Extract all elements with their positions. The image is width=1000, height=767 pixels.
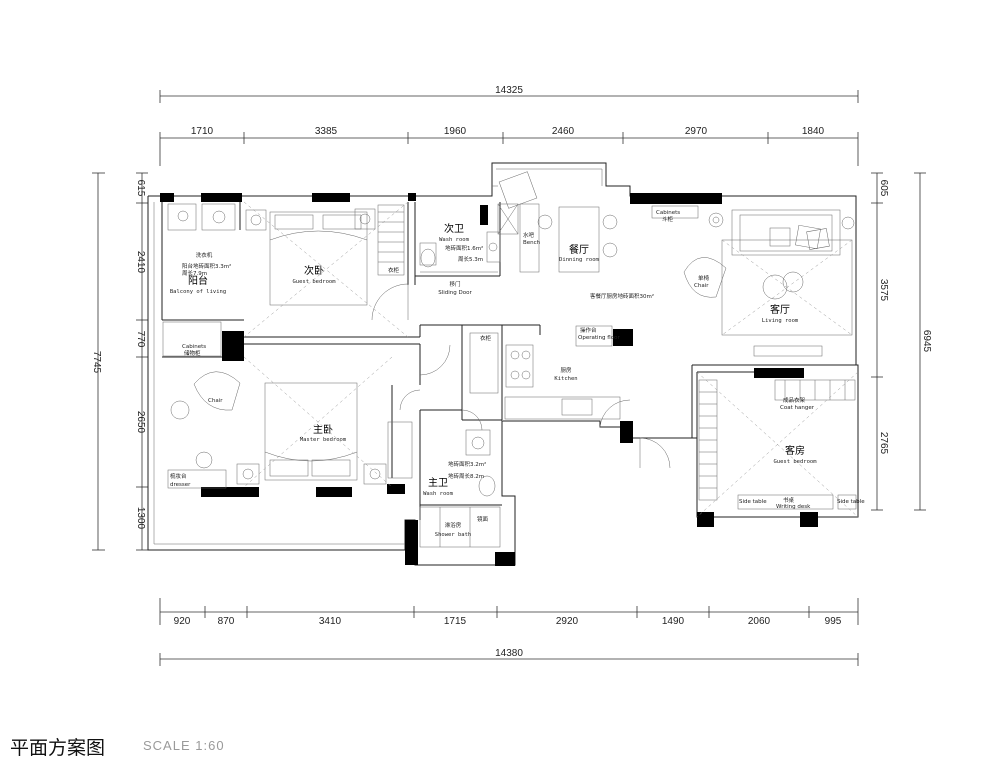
dim-bottom-8: 995 (825, 616, 842, 627)
living-label-en: Living room (762, 318, 799, 324)
dim-right-1: 605 (878, 180, 889, 197)
scale-label: SCALE 1:60 (143, 738, 225, 753)
kitchen-label-en: Kitchen (554, 376, 577, 382)
dimension-lines (92, 90, 926, 666)
dim-bottom-3: 3410 (319, 616, 342, 627)
dim-top-1: 1710 (191, 126, 214, 137)
dim-left-total: 7745 (91, 351, 102, 374)
dresser-cn: 梳妆台 (170, 472, 187, 480)
armchair-en: Chair (694, 283, 709, 289)
dim-bottom-2: 870 (218, 616, 235, 627)
dim-right-3: 2765 (878, 432, 889, 455)
dining-label-cn: 餐厅 (569, 243, 589, 256)
dim-left-5: 1300 (135, 507, 146, 530)
balcony-label-en: Balcony of living (170, 289, 226, 295)
living-label-cn: 客厅 (770, 303, 790, 316)
wine-bar-label: 水吧 (523, 231, 535, 239)
annotations: 洗衣机 阳台地砖面积3.3m² 周长7.9m Cabinets 储物柜 Chai… (170, 210, 865, 523)
side-table-b: Side table (837, 499, 865, 505)
cabinets-right-en: Cabinets (656, 210, 680, 216)
wardrobe-a-label: 衣柜 (388, 266, 400, 274)
dim-right-2: 3575 (878, 279, 889, 302)
bath2-perim-label: 周长5.3m (458, 255, 483, 263)
cabinets-left-cn: 储物柜 (184, 349, 201, 357)
dim-left-1: 615 (135, 180, 146, 197)
dim-top-2: 3385 (315, 126, 338, 137)
kitchen-label-cn: 厨房 (560, 366, 572, 374)
dim-left-2: 2410 (135, 251, 146, 274)
washer-label: 洗衣机 (196, 251, 213, 259)
desk-cn: 书桌 (783, 496, 795, 504)
second-bedroom-label-cn: 次卧 (304, 264, 324, 277)
cabinets-left-en: Cabinets (182, 344, 206, 350)
dim-left-4: 2650 (135, 411, 146, 434)
page-title: 平面方案图 (10, 737, 106, 759)
dim-bottom-6: 1490 (662, 616, 685, 627)
hanger-cn: 成品衣架 (783, 396, 806, 404)
balcony-area-label: 阳台地砖面积3.3m² (182, 262, 231, 270)
dim-top-3: 1960 (444, 126, 467, 137)
guest-room-label-en: Guest bedroom (773, 459, 817, 465)
worktop-en: Operating floor (578, 335, 620, 341)
master-bath-label-en: Wash room (423, 491, 453, 497)
dim-bottom-7: 2060 (748, 616, 771, 627)
dim-bottom-total: 14380 (495, 648, 523, 659)
dim-top-5: 2970 (685, 126, 708, 137)
bath2-area-label: 地砖面积1.6m² (445, 244, 483, 252)
second-bath-label-en: Wash room (439, 237, 469, 243)
master-bath-label-cn: 主卫 (428, 477, 448, 489)
worktop-cn: 操作台 (580, 326, 597, 334)
cabinets-right-cn: 斗柜 (662, 215, 674, 223)
second-bath-label-cn: 次卫 (444, 222, 464, 235)
dim-right-total: 6945 (921, 330, 932, 353)
hanger-en: Coat hanger (780, 405, 815, 411)
dim-top-total: 14325 (495, 85, 523, 96)
dresser-en: dresser (170, 482, 191, 488)
dim-left-3: 770 (135, 331, 146, 348)
shower-label-cn: 淋浴房 (445, 521, 462, 529)
master-bedroom-label-cn: 主卧 (313, 423, 333, 436)
bath1-area-label: 地砖面积3.2m² (448, 460, 486, 468)
dining-area-note: 客餐厅厨房地砖面积30m² (590, 292, 654, 300)
sliding-door-cn: 移门 (449, 280, 460, 288)
mirror-label: 镜面 (477, 515, 489, 523)
balcony-label-cn: 阳台 (188, 274, 208, 287)
armchair-cn: 单椅 (698, 274, 710, 282)
bench-label: Bench (523, 240, 541, 246)
guest-room-label-cn: 客房 (785, 444, 805, 457)
structural-columns (160, 193, 818, 566)
room-labels: 阳台 Balcony of living 次卧 Guest bedroom 次卫… (170, 222, 817, 538)
shower-label-en: Shower bath (435, 532, 471, 538)
dim-bottom-4: 1715 (444, 616, 467, 627)
dim-bottom-1: 920 (174, 616, 191, 627)
side-table-a: Side table (739, 499, 767, 505)
dim-bottom-5: 2920 (556, 616, 579, 627)
balcony-perim-label: 周长7.9m (182, 269, 207, 277)
bath1-perim-label: 地砖周长8.2m (448, 472, 484, 480)
desk-en: Writing desk (776, 504, 811, 510)
master-bedroom-label-en: Master bedroom (300, 437, 347, 443)
dining-label-en: Dinning room (559, 257, 599, 263)
dim-top-4: 2460 (552, 126, 575, 137)
dimension-labels: 14325 1710 3385 1960 2460 2970 1840 920 … (91, 85, 932, 659)
wardrobe-b-label: 衣柜 (480, 334, 492, 342)
second-bedroom-label-en: Guest bedroom (292, 279, 336, 285)
furniture (162, 171, 859, 548)
chair-left-label: Chair (208, 398, 223, 404)
dim-top-6: 1840 (802, 126, 825, 137)
sliding-door-en: Sliding Door (438, 290, 472, 296)
